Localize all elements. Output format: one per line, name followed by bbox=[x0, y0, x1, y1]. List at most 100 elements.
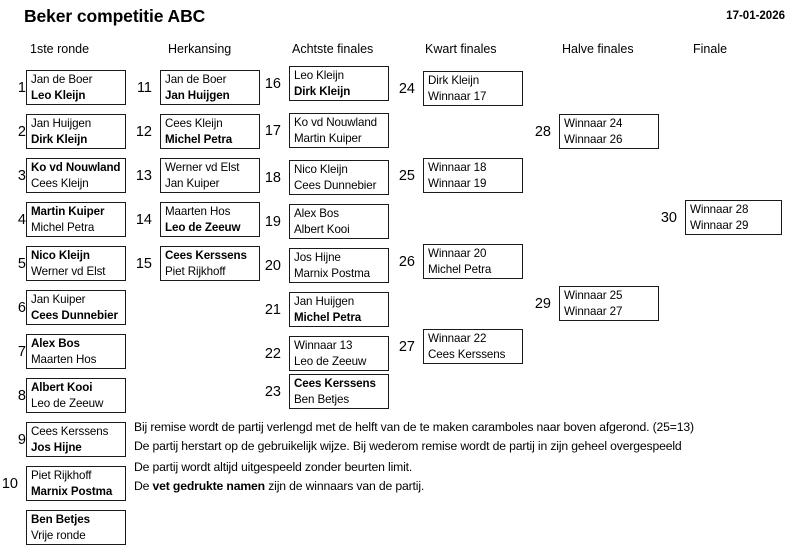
note-block-1: Bij remise wordt de partij verlengd met … bbox=[134, 418, 694, 455]
match-player-top: Nico Kleijn bbox=[31, 249, 90, 262]
column-heading-1: Herkansing bbox=[168, 42, 232, 56]
match-number: 19 bbox=[264, 214, 281, 230]
match-number: 18 bbox=[264, 170, 281, 186]
match-player-bottom: Piet Rijkhoff bbox=[165, 265, 226, 279]
match-number: 10 bbox=[1, 476, 18, 492]
match-box[interactable]: Winnaar 18 Winnaar 19 bbox=[423, 158, 523, 193]
match-player-top: Alex Bos bbox=[31, 337, 80, 350]
note-2-line-1: De partij wordt altijd uitgespeeld zonde… bbox=[134, 460, 413, 474]
match-player-bottom: Michel Petra bbox=[428, 263, 492, 277]
match-player-top: Cees Kerssens bbox=[294, 377, 376, 390]
match-player-bottom: Martin Kuiper bbox=[294, 132, 362, 146]
match-number: 6 bbox=[17, 300, 26, 316]
match-player-bottom: Albert Kooi bbox=[294, 223, 350, 237]
note-2-line-2: De vet gedrukte namen zijn de winnaars v… bbox=[134, 477, 424, 496]
match-player-top: Alex Bos bbox=[294, 207, 339, 220]
match-player-bottom: Cees Kleijn bbox=[31, 177, 89, 191]
match-player-bottom: Jos Hijne bbox=[31, 441, 82, 455]
match-player-top: Jan de Boer bbox=[31, 73, 93, 86]
note-1-line-2: De partij herstart op de gebruikelijk wi… bbox=[134, 438, 682, 453]
match-player-top: Dirk Kleijn bbox=[428, 74, 480, 87]
note-2-emphasis: vet gedrukte namen bbox=[152, 478, 266, 493]
match-player-bottom: Cees Dunnebier bbox=[294, 179, 377, 193]
match-player-top: Jan de Boer bbox=[165, 73, 227, 86]
match-player-top: Winnaar 24 bbox=[564, 117, 623, 130]
match-player-bottom: Michel Petra bbox=[294, 311, 362, 325]
match-player-bottom: Dirk Kleijn bbox=[31, 133, 88, 147]
column-heading-0: 1ste ronde bbox=[30, 42, 90, 56]
match-player-bottom: Winnaar 27 bbox=[564, 305, 623, 319]
column-heading-4: Halve finales bbox=[562, 42, 634, 56]
match-player-bottom: Michel Petra bbox=[165, 133, 233, 147]
match-player-bottom: Marnix Postma bbox=[294, 267, 371, 281]
match-player-top: Leo Kleijn bbox=[294, 69, 344, 82]
column-heading-3: Kwart finales bbox=[425, 42, 497, 56]
match-player-bottom: Jan Huijgen bbox=[165, 89, 230, 103]
page-title: Beker competitie ABC bbox=[24, 6, 206, 26]
match-player-bottom: Winnaar 19 bbox=[428, 177, 487, 191]
match-player-top: Winnaar 18 bbox=[428, 161, 487, 174]
note-1-line-1: Bij remise wordt de partij verlengd met … bbox=[134, 420, 694, 434]
match-player-top: Cees Kleijn bbox=[165, 117, 223, 130]
note-2-prefix: De bbox=[134, 478, 153, 493]
match-player-top: Jan Huijgen bbox=[294, 295, 355, 308]
match-number: 1 bbox=[17, 80, 26, 96]
match-number: 8 bbox=[17, 388, 26, 404]
match-number: 20 bbox=[264, 258, 281, 274]
match-number: 27 bbox=[398, 339, 415, 355]
match-player-bottom: Michel Petra bbox=[31, 221, 95, 235]
match-player-top: Maarten Hos bbox=[165, 205, 231, 218]
match-player-top: Jos Hijne bbox=[294, 251, 341, 264]
match-player-bottom: Ben Betjes bbox=[294, 393, 350, 407]
match-player-bottom: Winnaar 17 bbox=[428, 90, 487, 104]
match-number: 25 bbox=[398, 168, 415, 184]
match-player-bottom: Cees Dunnebier bbox=[31, 309, 118, 323]
match-player-top: Winnaar 28 bbox=[690, 203, 749, 216]
match-number: 12 bbox=[135, 124, 152, 140]
match-number: 13 bbox=[135, 168, 152, 184]
match-player-top: Cees Kerssens bbox=[165, 249, 247, 262]
match-player-top: Ko vd Nouwland bbox=[31, 161, 121, 174]
match-number: 30 bbox=[660, 210, 677, 226]
match-number: 16 bbox=[264, 76, 281, 92]
match-number: 14 bbox=[135, 212, 152, 228]
match-number: 15 bbox=[135, 256, 152, 272]
match-player-bottom: Maarten Hos bbox=[31, 353, 97, 367]
match-player-bottom: Jan Kuiper bbox=[165, 177, 220, 191]
match-number: 9 bbox=[17, 432, 26, 448]
match-player-top: Martin Kuiper bbox=[31, 205, 105, 218]
match-player-bottom: Marnix Postma bbox=[31, 485, 113, 499]
column-heading-2: Achtste finales bbox=[292, 42, 374, 56]
